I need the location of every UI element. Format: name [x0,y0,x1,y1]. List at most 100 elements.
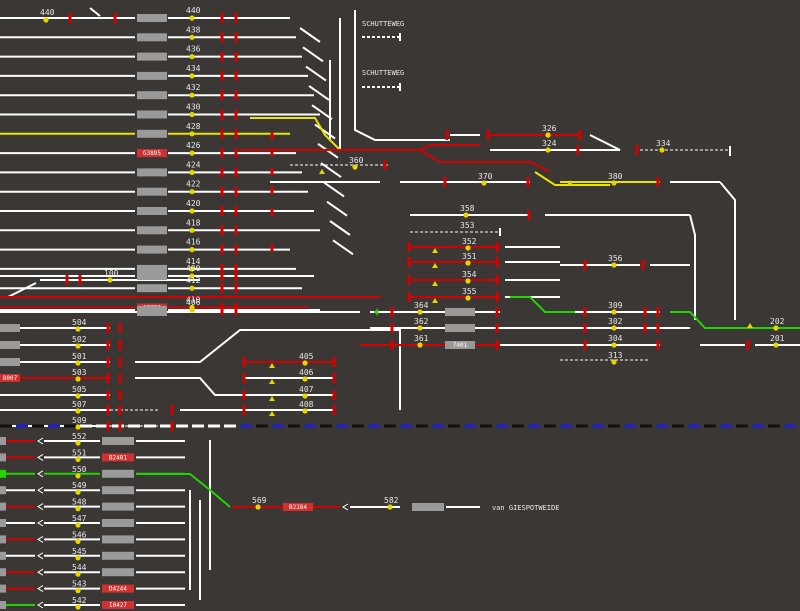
signal[interactable] [220,128,224,139]
signal-lamp[interactable] [75,393,81,399]
signal-lamp[interactable] [43,17,49,23]
signal-lamp[interactable] [302,376,308,382]
occupied-track-block[interactable] [102,601,134,609]
signal[interactable] [234,225,238,236]
signal[interactable] [270,132,274,140]
signal-lamp[interactable] [611,325,617,331]
signal[interactable] [234,206,238,216]
signal-lamp[interactable] [659,147,665,153]
signal-lamp[interactable] [352,164,358,170]
signal[interactable] [443,177,447,187]
signal[interactable] [234,305,238,315]
track-block[interactable] [102,486,134,495]
signal-lamp[interactable] [75,343,81,349]
signal[interactable] [118,373,122,383]
track-block[interactable] [137,207,167,215]
signal[interactable] [576,145,580,155]
track-block[interactable] [0,437,6,445]
signal[interactable] [220,109,224,120]
signal-lamp[interactable] [417,309,423,315]
signal[interactable] [106,373,110,383]
track-block[interactable] [0,469,6,478]
signal[interactable] [583,323,587,333]
signal-lamp[interactable] [465,260,471,266]
signal[interactable] [220,90,224,101]
signal-lamp[interactable] [189,54,195,60]
signal-lamp[interactable] [611,180,617,186]
track-block[interactable] [0,486,6,495]
signal[interactable] [220,263,224,274]
track-block[interactable] [0,341,20,349]
track-block[interactable] [0,535,6,544]
signal-lamp[interactable] [189,73,195,79]
signal-lamp[interactable] [189,208,195,214]
track-block[interactable] [137,272,167,280]
signal[interactable] [234,283,238,294]
signal[interactable] [234,263,238,274]
signal[interactable] [220,148,224,159]
signal-lamp[interactable] [75,424,81,430]
signal-lamp[interactable] [75,489,81,495]
signal-lamp[interactable] [189,169,195,175]
signal[interactable] [118,357,122,367]
signal[interactable] [106,340,110,350]
signal[interactable] [407,257,411,267]
signal[interactable] [106,357,110,367]
signal[interactable] [118,405,122,415]
signal[interactable] [656,340,660,350]
signal-lamp[interactable] [545,132,551,138]
signal[interactable] [220,206,224,216]
signal-lamp[interactable] [302,393,308,399]
signal[interactable] [332,390,336,400]
track-block[interactable] [137,110,167,119]
signal[interactable] [332,405,336,415]
track-block[interactable] [102,519,134,527]
track-block[interactable] [445,308,475,316]
signal[interactable] [270,208,274,216]
signal[interactable] [234,90,238,101]
signal[interactable] [242,405,246,415]
signal-lamp[interactable] [189,227,195,233]
track-block[interactable] [102,551,134,560]
signal-lamp[interactable] [75,360,81,366]
signal[interactable] [68,13,72,23]
signal-lamp[interactable] [75,588,81,594]
signal[interactable] [635,145,639,155]
signal[interactable] [220,186,224,197]
signal-lamp[interactable] [255,504,261,510]
signal-lamp[interactable] [189,273,195,279]
signal-lamp[interactable] [611,262,617,268]
track-block[interactable] [0,324,20,332]
signal[interactable] [390,340,394,350]
signal[interactable] [407,292,411,302]
track-block[interactable] [102,568,134,577]
signal[interactable] [106,390,110,400]
signal[interactable] [106,421,110,431]
signal-lamp[interactable] [465,295,471,301]
signal[interactable] [583,307,587,317]
signal[interactable] [495,340,499,350]
track-block[interactable] [102,535,134,544]
signal-lamp[interactable] [75,555,81,561]
signal[interactable] [383,160,387,170]
signal-lamp[interactable] [189,189,195,195]
signal[interactable] [234,128,238,139]
signal-lamp[interactable] [189,34,195,40]
signal[interactable] [242,390,246,400]
signal[interactable] [220,32,224,43]
signal-green[interactable] [374,308,378,316]
occupied-track-block[interactable] [102,453,134,462]
signal[interactable] [234,13,238,23]
signal[interactable] [643,323,647,333]
track-block[interactable] [137,264,167,273]
signal[interactable] [407,275,411,285]
signal[interactable] [583,260,587,270]
signal-lamp[interactable] [75,326,81,332]
signal-lamp[interactable] [75,408,81,414]
signal-lamp[interactable] [545,147,551,153]
track-block[interactable] [0,358,20,366]
track-block[interactable] [445,324,475,332]
signal[interactable] [220,271,224,281]
signal-lamp[interactable] [189,111,195,118]
signal[interactable] [656,177,660,187]
